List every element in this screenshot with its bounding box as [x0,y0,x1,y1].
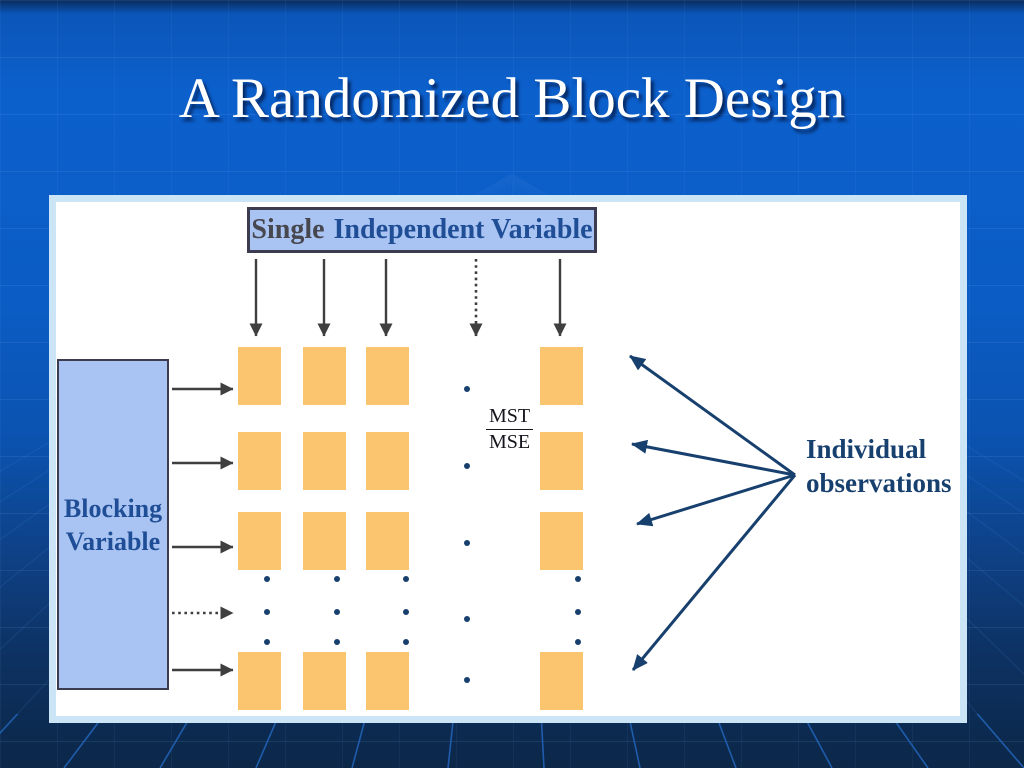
f-ratio-denominator: MSE [489,431,531,453]
independent-variable-label-suffix: Independent Variable [333,214,593,245]
independent-variable-box: Single Independent Variable [247,207,597,253]
treatment-cell [238,652,281,710]
blocking-variable-line2: Variable [65,526,161,556]
ellipsis-dot [403,609,409,615]
ellipsis-dot [264,639,270,645]
treatment-cell [303,432,346,490]
treatment-cell [366,432,409,490]
ellipsis-dot [264,609,270,615]
treatment-cell [540,652,583,710]
blocking-variable-line1: Blocking [63,493,163,523]
individual-observations-line1: Individual [806,434,927,464]
ellipsis-dot [464,463,470,469]
ellipsis-dot [264,576,270,582]
ellipsis-dot [403,639,409,645]
treatment-cell [540,347,583,405]
independent-variable-label-prefix: Single [251,214,325,245]
ellipsis-dot [334,609,340,615]
ellipsis-dot [464,540,470,546]
treatment-cell [238,432,281,490]
ellipsis-dot [403,576,409,582]
treatment-cell [366,512,409,570]
ellipsis-dot [464,677,470,683]
ellipsis-dot [464,616,470,622]
f-ratio-fraction: MST MSE [486,405,534,454]
individual-observations-label: Individual observations [806,432,952,500]
treatment-cell [303,347,346,405]
ellipsis-dot [575,609,581,615]
blocking-variable-box: Blocking Variable [57,359,169,690]
treatment-cell [238,512,281,570]
treatment-cell [366,347,409,405]
ellipsis-dot [334,576,340,582]
individual-observations-line2: observations [806,468,952,498]
f-ratio-numerator: MST [486,405,534,430]
treatment-cell [540,432,583,490]
content-panel [49,195,967,723]
ellipsis-dot [334,639,340,645]
slide-title: A Randomized Block Design [178,67,846,130]
treatment-cell [366,652,409,710]
ellipsis-dot [464,386,470,392]
ellipsis-dot [575,639,581,645]
treatment-cell [303,652,346,710]
treatment-cell [303,512,346,570]
ellipsis-dot [575,576,581,582]
treatment-cell [238,347,281,405]
treatment-cell [540,512,583,570]
